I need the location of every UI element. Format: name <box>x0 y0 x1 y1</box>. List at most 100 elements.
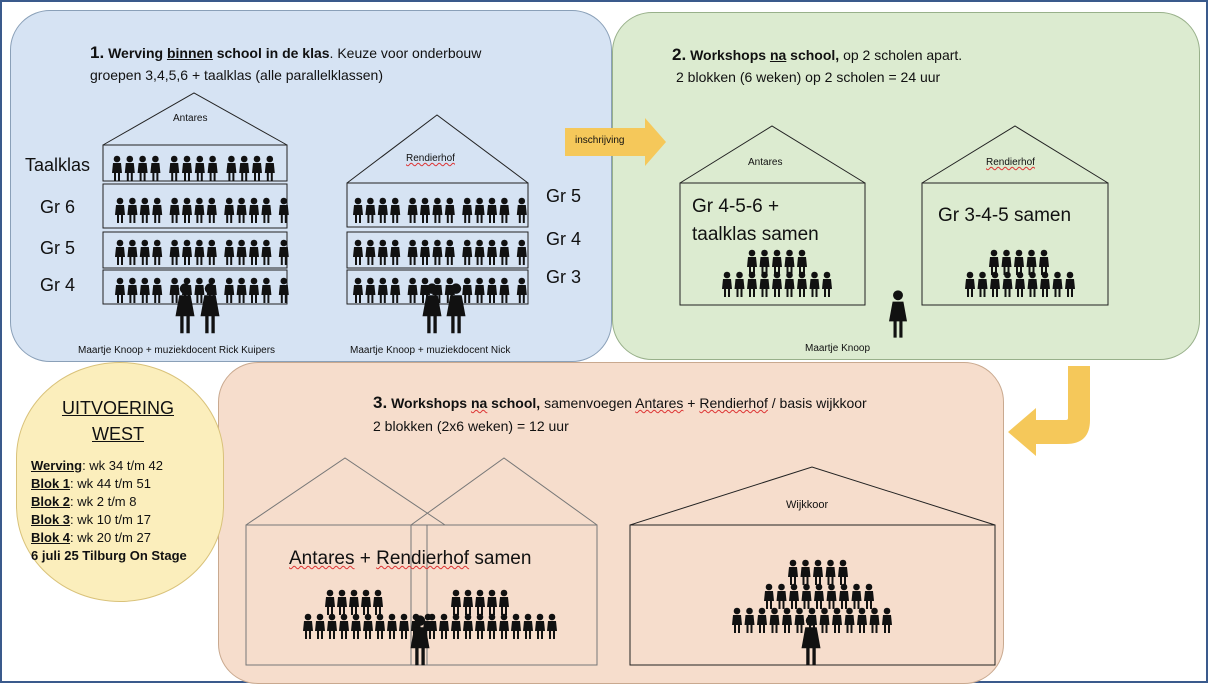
schedule-item-weeks: : wk 34 t/m 42 <box>82 458 163 473</box>
pupil-icon <box>722 271 732 297</box>
pupil-icon <box>516 277 527 303</box>
pupil-icon <box>499 277 510 303</box>
pupil-icon <box>747 249 757 275</box>
pupil-icon <box>377 197 388 223</box>
schedule-item: Blok 4: wk 20 t/m 27 <box>31 530 187 548</box>
pupil-icon <box>535 613 545 639</box>
pupil-icon <box>772 249 782 275</box>
pupil-icon <box>407 197 418 223</box>
panel2-subtitle: 2 blokken (6 weken) op 2 scholen = 24 uu… <box>676 69 941 85</box>
pupil-icon <box>499 589 509 615</box>
pupil-icon <box>194 239 205 265</box>
combined-samen: samen <box>469 548 532 569</box>
pupil-icon <box>224 239 235 265</box>
pupil-icon <box>432 197 443 223</box>
house-label-antares: Antares <box>173 113 208 124</box>
pupil-icon <box>474 197 485 223</box>
pupil-icon <box>226 155 237 181</box>
pupil-icon <box>869 607 880 633</box>
pupil-icon <box>152 277 163 303</box>
title-wijkkoor: / basis wijkkoor <box>767 395 867 411</box>
pupil-icon <box>390 277 401 303</box>
panel2-title: 2. Workshops na school, op 2 scholen apa… <box>672 45 962 65</box>
pupil-icon <box>838 559 848 585</box>
pupil-icon <box>825 559 836 585</box>
row-label-b-gr4: Gr 4 <box>546 229 582 249</box>
pupil-icon <box>207 155 218 181</box>
schedule-item-weeks: : wk 2 t/m 8 <box>70 494 137 509</box>
pupil-icon <box>137 155 148 181</box>
pupil-icon <box>444 197 455 223</box>
pupil-icon <box>475 589 485 615</box>
house-label-wijkkoor: Wijkkoor <box>786 499 829 511</box>
house-label-rendierhof-2: Rendierhof <box>986 157 1035 168</box>
pupil-icon <box>407 277 418 303</box>
pupils-panel2 <box>722 249 1075 338</box>
pupil-icon <box>150 155 161 181</box>
pupil-icon <box>365 197 376 223</box>
pupil-icon <box>499 197 510 223</box>
pupil-icon <box>826 583 837 609</box>
pupil-icon <box>814 583 824 609</box>
pupil-icon <box>474 239 485 265</box>
pupil-icon <box>965 271 975 297</box>
pupil-icon <box>511 613 521 639</box>
schedule-item: Blok 3: wk 10 t/m 17 <box>31 512 187 530</box>
pupil-icon <box>399 613 409 639</box>
pupil-icon <box>864 583 874 609</box>
pupil-icon <box>451 589 461 615</box>
pupil-icon <box>439 613 449 639</box>
pupil-icon <box>882 607 892 633</box>
pupil-icon <box>365 277 376 303</box>
schedule-item-label: Werving <box>31 458 83 473</box>
pupil-icon <box>420 197 430 223</box>
uitvoering-title-1: UITVOERING <box>61 398 174 418</box>
title-rendierhof: Rendierhof <box>699 395 768 411</box>
title-rest: school in de klas <box>212 45 330 61</box>
pupil-icon <box>351 613 361 639</box>
teacher-icon <box>889 290 907 338</box>
row-label-gr4: Gr 4 <box>40 275 76 295</box>
arrow-inschrijving <box>565 118 666 166</box>
title-antares: Antares <box>635 395 684 411</box>
pupil-icon <box>776 583 787 609</box>
pupil-icon <box>182 197 192 223</box>
pupil-icon <box>152 197 163 223</box>
pupil-icon <box>809 271 820 297</box>
pupil-icon <box>264 155 275 181</box>
pupil-icon <box>1001 249 1012 275</box>
row-label-gr6: Gr 6 <box>40 197 76 217</box>
pupil-icon <box>236 277 247 303</box>
combined-antares: Antares <box>289 548 355 569</box>
pupil-icon <box>194 197 205 223</box>
pupil-icon <box>353 277 363 303</box>
title-underlined: binnen <box>166 45 213 61</box>
pupil-icon <box>407 239 418 265</box>
pupil-icon <box>194 277 205 303</box>
pupil-icon <box>499 613 509 639</box>
title-word: Workshops <box>690 47 770 63</box>
title-plus: + <box>683 395 700 411</box>
pupil-icon <box>252 155 262 181</box>
row-label-gr5: Gr 5 <box>40 238 76 258</box>
schedule-item-label: Blok 2 <box>31 494 71 509</box>
panel-uitvoering <box>16 362 224 602</box>
pupil-icon <box>139 197 150 223</box>
pupil-icon <box>239 155 250 181</box>
pupil-icon <box>1026 249 1037 275</box>
pupil-icon <box>169 197 180 223</box>
pupil-icon <box>127 197 138 223</box>
schedule-item: Blok 2: wk 2 t/m 8 <box>31 494 187 512</box>
schedule-item: Werving: wk 34 t/m 42 <box>31 458 187 476</box>
pupil-icon <box>375 613 385 639</box>
pupil-icon <box>365 239 376 265</box>
schedule-item-label: Blok 4 <box>31 530 71 545</box>
pupil-icon <box>169 239 180 265</box>
pupil-icon <box>373 589 383 615</box>
pupil-icon <box>794 607 805 633</box>
pupil-icon <box>462 197 473 223</box>
schedule-item-label: Blok 1 <box>31 476 71 491</box>
schedule-item-weeks: : wk 10 t/m 17 <box>70 512 151 527</box>
pupil-icon <box>236 239 247 265</box>
